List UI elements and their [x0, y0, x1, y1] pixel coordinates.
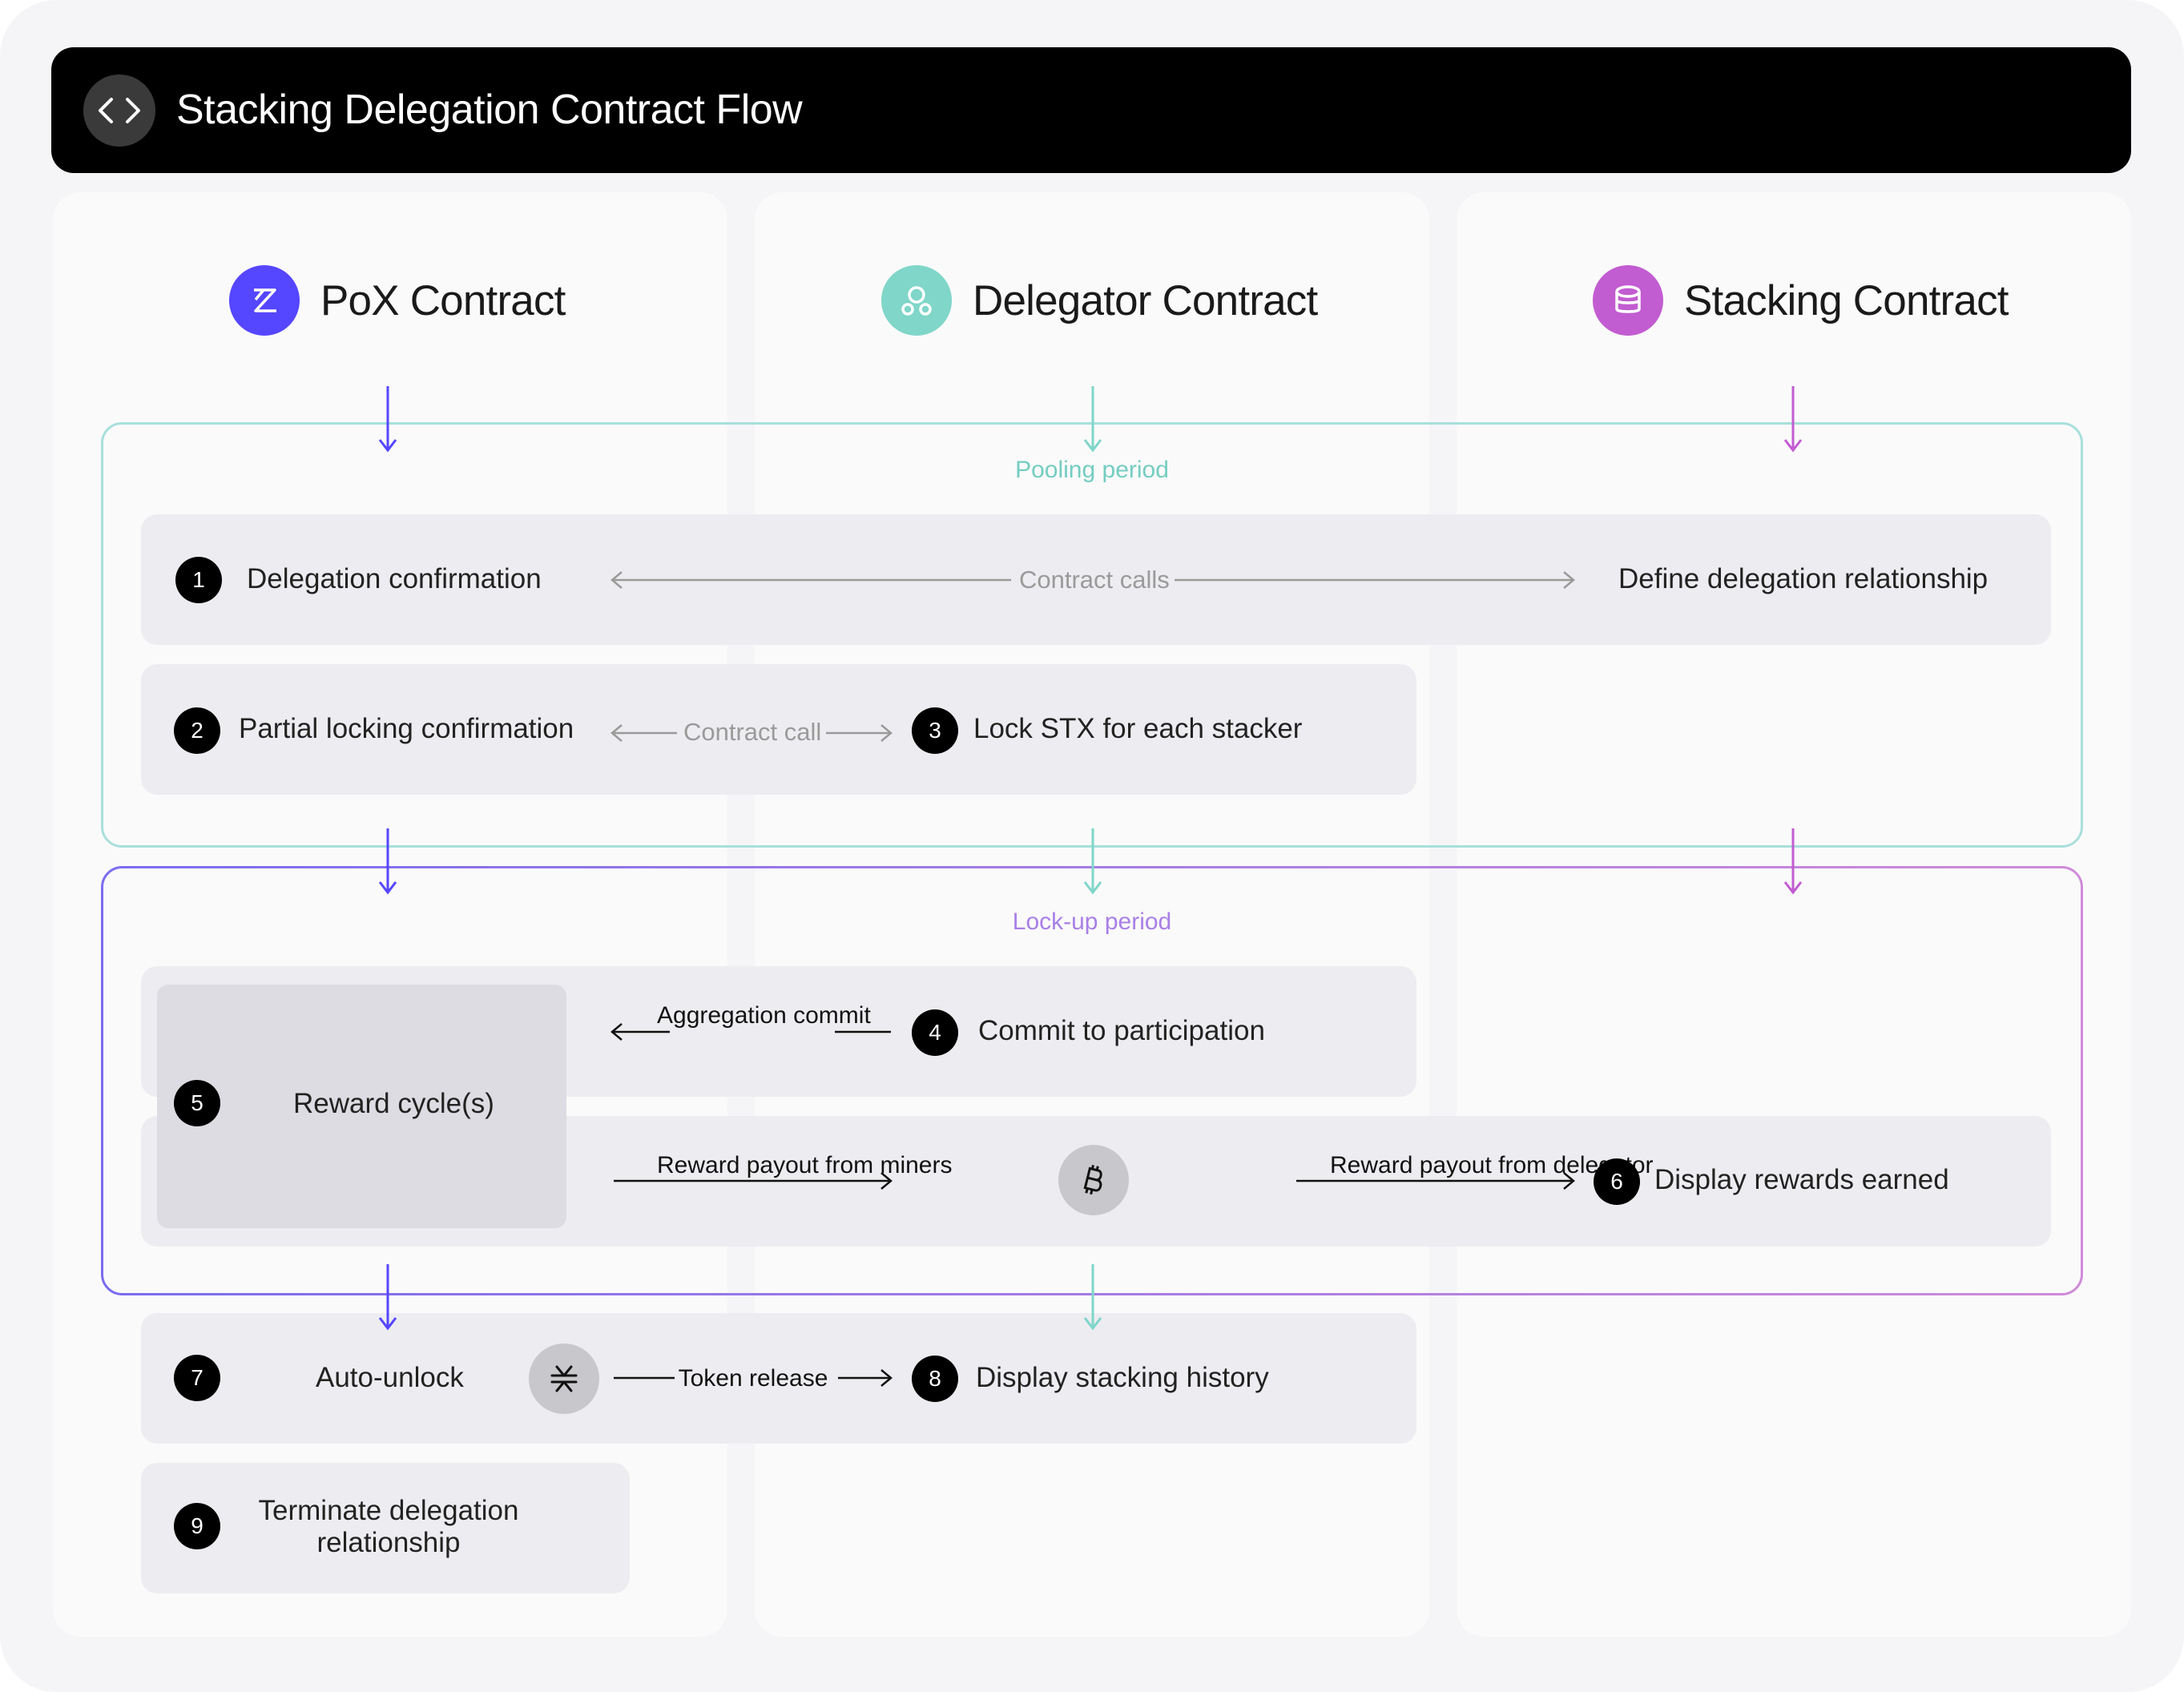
- step-badge-4: 4: [912, 1009, 958, 1056]
- arrow-stacking-to-pooling: [1783, 386, 1803, 453]
- column-title: Stacking Contract: [1684, 276, 2009, 324]
- step-label-5: Reward cycle(s): [293, 1088, 494, 1119]
- step-label-6: Display rewards earned: [1654, 1164, 1949, 1195]
- edge-contract-calls: [610, 571, 1575, 589]
- step-label-9: Terminate delegation relationship: [258, 1495, 519, 1558]
- row-delegation: [141, 514, 2051, 645]
- step-badge-7: 7: [174, 1355, 220, 1401]
- edge-contract-call: [610, 724, 893, 742]
- stacks-icon: [529, 1344, 599, 1414]
- step-label-4: Commit to participation: [978, 1015, 1265, 1046]
- step-badge-1: 1: [175, 557, 222, 603]
- pooling-period-label: Pooling period: [1015, 457, 1169, 483]
- page-title: Stacking Delegation Contract Flow: [176, 87, 803, 133]
- step-badge-2: 2: [174, 707, 220, 754]
- step-badge-6: 6: [1594, 1158, 1640, 1205]
- column-header-stacking: Stacking Contract: [1593, 264, 2009, 336]
- column-title: Delegator Contract: [973, 276, 1318, 324]
- define-delegation-label: Define delegation relationship: [1618, 563, 1989, 594]
- lockup-period-region: Lock-up period: [101, 866, 2083, 1295]
- lockup-period-border: [101, 866, 2083, 1295]
- column-title: PoX Contract: [320, 276, 566, 324]
- arrow-stacking-to-lockup: [1783, 828, 1803, 895]
- edge-token-release: [614, 1369, 893, 1387]
- arrow-pox-to-unlock: [378, 1264, 397, 1331]
- step-label-3: Lock STX for each stacker: [973, 713, 1303, 744]
- edge-label-token-release: Token release: [675, 1363, 832, 1395]
- edge-reward-payout-delegator: [1296, 1172, 1575, 1190]
- step-badge-5: 5: [174, 1080, 220, 1126]
- arrow-delegator-to-history: [1083, 1264, 1102, 1331]
- arrow-delegator-to-lockup: [1083, 828, 1102, 895]
- arrow-pox-to-pooling: [378, 386, 397, 453]
- step-label-2: Partial locking confirmation: [239, 713, 574, 744]
- column-header-pox: PoX Contract: [229, 264, 566, 336]
- edge-label-contract-call: Contract call: [683, 718, 822, 746]
- step-label-1: Delegation confirmation: [247, 563, 542, 594]
- delegator-icon: [881, 265, 952, 336]
- step-badge-8: 8: [912, 1356, 958, 1402]
- edge-label-aggregation-commit: Aggregation commit: [657, 1002, 871, 1029]
- bitcoin-icon: [1058, 1145, 1129, 1215]
- step-label-8: Display stacking history: [976, 1362, 1269, 1393]
- header-bar: Stacking Delegation Contract Flow: [51, 47, 2131, 173]
- step-badge-3: 3: [912, 707, 958, 754]
- arrow-delegator-to-pooling: [1083, 386, 1102, 453]
- column-header-delegator: Delegator Contract: [881, 264, 1318, 336]
- edge-label-contract-calls: Contract calls: [1019, 566, 1170, 594]
- pox-icon: [229, 265, 300, 336]
- reward-cycle-box: [157, 985, 566, 1228]
- step-label-7: Auto-unlock: [316, 1362, 464, 1393]
- lockup-period-label: Lock-up period: [1012, 908, 1172, 935]
- code-icon: [83, 75, 155, 147]
- edge-reward-payout-miners: [614, 1172, 893, 1190]
- row-partial-locking: [141, 664, 1416, 795]
- row-terminate: [141, 1463, 630, 1593]
- arrow-pox-to-lockup: [378, 828, 397, 895]
- step-badge-9: 9: [174, 1503, 220, 1549]
- edge-aggregation-commit: [610, 1023, 891, 1041]
- database-icon: [1593, 265, 1663, 336]
